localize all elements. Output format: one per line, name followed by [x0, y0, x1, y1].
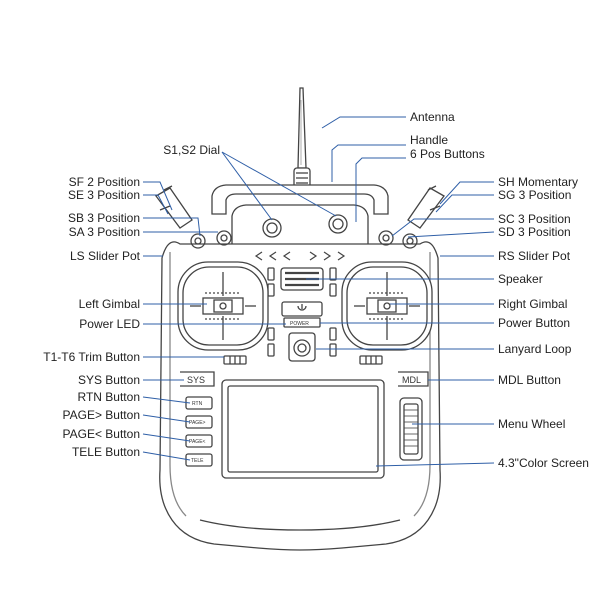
- label-menu-wheel: Menu Wheel: [498, 417, 566, 431]
- label-six-pos-buttons: 6 Pos Buttons: [410, 147, 485, 161]
- label-mdl-button: MDL Button: [498, 373, 561, 387]
- label-sa-switch: SA 3 Position: [68, 225, 140, 239]
- rtn-button-text: RTN: [192, 401, 203, 407]
- antenna-drawing: [293, 87, 311, 189]
- power-badge-text: POWER: [290, 321, 309, 327]
- label-page-next-button: PAGE> Button: [62, 408, 141, 422]
- sys-tab-text: SYS: [187, 375, 205, 385]
- label-color-screen: 4.3"Color Screen: [498, 456, 589, 470]
- label-sc-switch: SC 3 Position: [498, 212, 571, 226]
- power-button-drawing: [281, 301, 323, 328]
- label-lanyard-loop: Lanyard Loop: [498, 342, 572, 356]
- menu-wheel-drawing: [399, 397, 423, 461]
- label-sd-switch: SD 3 Position: [498, 225, 571, 239]
- label-power-button: Power Button: [498, 316, 571, 330]
- left-gimbal-drawing: [177, 261, 269, 351]
- label-s1s2-dial: S1,S2 Dial: [163, 143, 220, 157]
- label-left-gimbal: Left Gimbal: [78, 297, 140, 311]
- s1-dial-drawing: [262, 218, 282, 238]
- handle-drawing: [211, 184, 389, 215]
- top-body-drawing: [231, 204, 369, 247]
- leader-lines: [142, 116, 495, 467]
- label-se-switch: SE 3 Position: [67, 188, 140, 202]
- page-next-button-text: PAGE>: [189, 420, 206, 426]
- trim-buttons-drawing: [223, 355, 383, 365]
- mdl-tab-drawing: [398, 371, 429, 387]
- label-sys-button: SYS Button: [77, 373, 140, 387]
- label-sg-switch: SG 3 Position: [498, 188, 572, 202]
- label-antenna: Antenna: [410, 110, 455, 124]
- label-rs-slider: RS Slider Pot: [498, 249, 571, 263]
- label-power-led: Power LED: [79, 317, 140, 331]
- mdl-tab-text: MDL: [402, 375, 421, 385]
- six-pos-buttons-drawing: [254, 251, 346, 261]
- right-gimbal-drawing: [341, 261, 433, 351]
- lanyard-loop-drawing: [288, 332, 316, 362]
- label-speaker: Speaker: [498, 272, 543, 286]
- label-sb-switch: SB 3 Position: [67, 211, 140, 225]
- label-page-prev-button: PAGE< Button: [62, 427, 141, 441]
- tele-button-text: TELE: [191, 458, 204, 464]
- s2-dial-drawing: [328, 214, 348, 234]
- color-screen-drawing: [221, 379, 385, 479]
- page-prev-button-text: PAGE<: [189, 439, 206, 445]
- label-tele-button: TELE Button: [71, 445, 140, 459]
- label-rtn-button: RTN Button: [77, 390, 140, 404]
- label-sf-switch: SF 2 Position: [68, 175, 140, 189]
- label-right-gimbal: Right Gimbal: [498, 297, 568, 311]
- sys-tab-drawing: [180, 371, 215, 387]
- label-sh-switch: SH Momentary: [498, 175, 579, 189]
- label-handle: Handle: [410, 133, 449, 147]
- label-ls-slider: LS Slider Pot: [69, 249, 140, 263]
- label-trim-buttons: T1-T6 Trim Button: [43, 350, 140, 364]
